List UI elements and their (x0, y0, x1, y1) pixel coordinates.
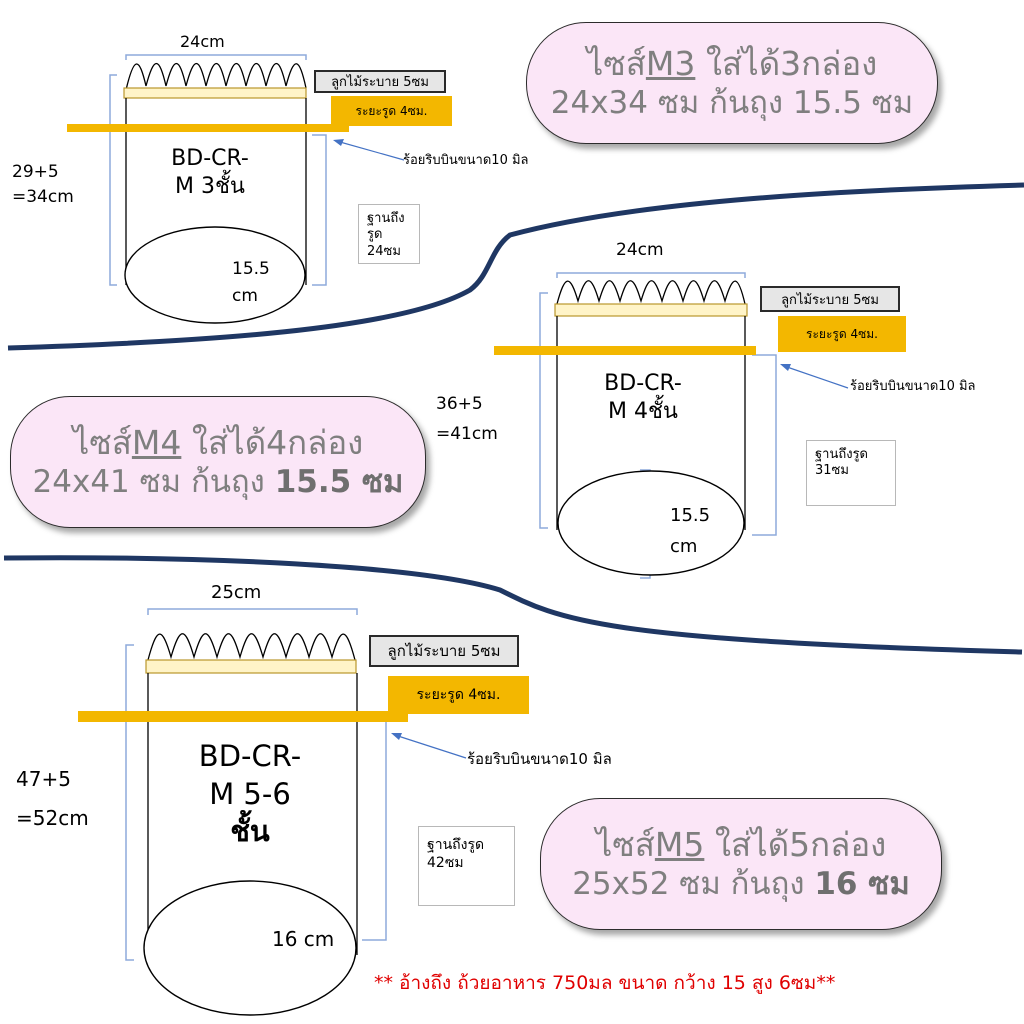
ribbon-arrow (786, 366, 849, 389)
size-base-value: 16 ซม (814, 866, 910, 903)
model-line: ชั้น (230, 814, 270, 849)
model-line: BD-CR- (198, 739, 302, 773)
size-code: M3 (645, 44, 696, 83)
ribbon-arrow (397, 735, 467, 759)
size-card-dimensions: 24x34 ซม ก้นถุง 15.5 ซม (551, 84, 914, 123)
diameter-unit: cm (670, 536, 698, 557)
diameter-label: 15.5 (232, 259, 270, 279)
base-height-box: ฐานถึงรูด 24ซม (358, 204, 420, 264)
base-height-value: 24ซม (367, 243, 401, 259)
height-label: 36+5 (436, 394, 483, 414)
width-bracket (556, 272, 746, 278)
frill-label: ลูกไม้ระบาย 5ซม (369, 635, 519, 667)
model-line: BD-CR- (171, 146, 249, 171)
bag-diagram-m3 (67, 54, 405, 324)
size-capacity: ใส่ได้3กล่อง (705, 44, 878, 83)
frill-band (145, 659, 357, 674)
ribbon-label: ร้อยริบบินขนาด10 มิล (403, 153, 529, 168)
width-label: 25cm (211, 582, 262, 603)
gather-strip (78, 711, 408, 722)
height-total-label: =34cm (12, 187, 74, 207)
width-bracket (125, 54, 307, 60)
size-capacity: ใส่ได้5กล่อง (714, 825, 887, 864)
height-bracket (125, 644, 134, 961)
ribbon-label: ร้อยริบบินขนาด10 มิล (467, 750, 612, 768)
bag-base (124, 226, 306, 324)
section-divider-top (7, 182, 1024, 351)
size-prefix: ไซส์ (72, 423, 132, 462)
width-label: 24cm (616, 240, 664, 260)
gather-label: ระยะรูด 4ซม. (778, 316, 906, 352)
ribbon-arrow-head (333, 139, 344, 146)
model-name: BD-CR- M 4ชั้น (578, 370, 708, 425)
base-bracket (362, 719, 387, 941)
size-card-dimensions: 24x41 ซม ก้นถุง 15.5 ซม (33, 463, 404, 502)
diameter-label: 16 cm (272, 927, 335, 951)
lace-frill (556, 280, 746, 305)
height-total-label: =41cm (436, 424, 498, 444)
size-card-title: ไซส์M5 ใส่ได้5กล่อง (596, 824, 887, 865)
gather-strip (494, 346, 756, 355)
frill-label: ลูกไม้ระบาย 5ซม (314, 70, 446, 93)
diameter-label: 15.5 (670, 505, 711, 526)
footnote: ** อ้างถึง ถ้วยอาหาร 750มล ขนาด กว้าง 15… (374, 972, 836, 994)
size-prefix: ไซส์ (586, 44, 646, 83)
model-name: BD-CR- M 5-6 ชั้น (175, 738, 325, 851)
height-bracket (539, 292, 548, 529)
model-name: BD-CR- M 3ชั้น (150, 145, 270, 200)
gather-label: ระยะรูด 4ซม. (388, 676, 529, 714)
width-label: 24cm (180, 32, 225, 51)
size-base-value: 15.5 ซม (274, 464, 404, 501)
size-capacity: ใส่ได้4กล่อง (191, 423, 364, 462)
ribbon-label: ร้อยริบบินขนาด10 มิล (850, 379, 976, 394)
bag-base (557, 470, 745, 576)
size-code: M4 (131, 423, 182, 462)
width-bracket (147, 608, 358, 615)
base-height-box: ฐานถึงรูด 31ซม (806, 440, 896, 506)
base-bracket (312, 134, 327, 286)
frill-label: ลูกไม้ระบาย 5ซม (760, 286, 900, 312)
gather-label: ระยะรูด 4ซม. (331, 96, 452, 126)
model-line: BD-CR- (604, 371, 682, 396)
size-code: M5 (654, 825, 705, 864)
size-prefix: ไซส์ (595, 825, 655, 864)
ribbon-arrow (339, 141, 405, 161)
model-line: M 3ชั้น (175, 173, 245, 199)
model-line: M 5-6 (209, 776, 291, 811)
gather-strip (67, 124, 349, 132)
diameter-unit: cm (232, 286, 258, 306)
size-card-m5: ไซส์M5 ใส่ได้5กล่อง 25x52 ซม ก้นถุง 16 ซ… (540, 798, 942, 930)
base-height-label: ฐานถึงรูด (427, 837, 485, 853)
height-label: 29+5 (12, 162, 59, 182)
base-height-box: ฐานถึงรูด 42ซม (418, 826, 515, 906)
size-dims: 24x41 ซม ก้นถุง (32, 464, 275, 501)
height-label: 47+5 (16, 767, 71, 791)
height-total-label: =52cm (16, 806, 89, 830)
size-card-dimensions: 25x52 ซม ก้นถุง 16 ซม (572, 865, 910, 904)
base-height-label: ฐานถึงรูด (367, 211, 405, 243)
frill-band (554, 303, 748, 317)
bag-base (143, 880, 357, 1016)
frill-band (123, 87, 307, 99)
ribbon-arrow-head (780, 364, 791, 371)
lace-frill (125, 63, 307, 91)
model-line: M 4ชั้น (608, 398, 678, 424)
section-divider-bottom (3, 555, 1023, 655)
size-dims: 25x52 ซม ก้นถุง (572, 866, 815, 903)
base-bracket (752, 354, 777, 536)
size-dims: 24x34 ซม ก้นถุง 15.5 ซม (550, 85, 914, 122)
lace-frill (147, 633, 356, 661)
size-card-title: ไซส์M3 ใส่ได้3กล่อง (587, 43, 878, 84)
ribbon-arrow-head (391, 733, 402, 740)
size-card-m4: ไซส์M4 ใส่ได้4กล่อง 24x41 ซม ก้นถุง 15.5… (10, 396, 426, 528)
bag-diagram-m4 (494, 272, 849, 579)
base-height-label: ฐานถึงรูด (815, 447, 869, 462)
base-height-value: 42ซม (427, 854, 464, 871)
bag-diagram-m5 (78, 608, 467, 1016)
size-card-m3: ไซส์M3 ใส่ได้3กล่อง 24x34 ซม ก้นถุง 15.5… (526, 22, 938, 144)
base-height-value: 31ซม (815, 463, 849, 479)
height-bracket (109, 74, 117, 286)
size-card-title: ไซส์M4 ใส่ได้4กล่อง (73, 422, 364, 463)
